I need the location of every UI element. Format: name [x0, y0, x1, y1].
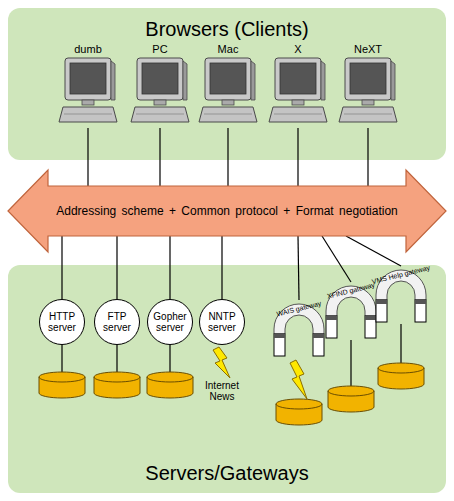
server-circle: Gopher server — [147, 299, 193, 345]
computer-label: Mac — [198, 42, 258, 56]
storage-line — [350, 340, 351, 388]
server-circle: NNTP server — [199, 299, 245, 345]
gateway-arch: WAIS gateway — [270, 300, 328, 358]
band-heading: Browsers (Clients) — [8, 17, 446, 41]
connector-line — [221, 236, 222, 299]
connector-line — [61, 236, 62, 299]
computer-label: dumb — [58, 42, 118, 56]
connector-line — [322, 236, 351, 282]
note-label: Internet News — [199, 380, 245, 402]
database-cylinder — [276, 399, 322, 425]
connector-line — [227, 128, 228, 186]
browser-computer: Mac — [198, 42, 258, 128]
database-cylinder — [328, 386, 374, 412]
gateway-label: WAIS gateway — [264, 297, 334, 322]
server-label: Gopher server — [150, 311, 190, 333]
computer-label: NeXT — [338, 42, 398, 56]
database-cylinder — [378, 363, 424, 389]
connector-line — [169, 236, 170, 299]
computer-symbol — [130, 56, 190, 128]
browser-computer: X — [268, 42, 328, 128]
server-label: FTP server — [97, 311, 137, 333]
database-cylinder — [147, 372, 193, 398]
browser-computer: PC — [130, 42, 190, 128]
server-circle: HTTP server — [39, 299, 85, 345]
computer-label: PC — [130, 42, 190, 56]
storage-line — [400, 324, 401, 365]
storage-line — [169, 345, 170, 374]
connector-line — [87, 128, 88, 186]
gateway-arch: XFIND gateway — [322, 282, 380, 340]
protocol-arrow: Addressing scheme + Common protocol + Fo… — [8, 186, 446, 236]
storage-line — [116, 345, 117, 374]
browser-computer: NeXT — [338, 42, 398, 128]
server-label: HTTP server — [42, 311, 82, 333]
server-label: NNTP server — [202, 311, 242, 333]
connector-line — [346, 236, 401, 266]
connector-line — [297, 128, 298, 186]
server-circle: FTP server — [94, 299, 140, 345]
gateway-arch: VMS Help gateway — [372, 266, 430, 324]
band-heading: Servers/Gateways — [8, 461, 446, 485]
connector-line — [159, 128, 160, 186]
storage-line — [61, 345, 62, 374]
connector-line — [298, 236, 299, 300]
gateway-label: VMS Help gateway — [366, 263, 436, 288]
computer-symbol — [198, 56, 258, 128]
connector-line — [116, 236, 117, 299]
database-cylinder — [94, 372, 140, 398]
computer-symbol — [338, 56, 398, 128]
computer-label: X — [268, 42, 328, 56]
protocol-text: Addressing scheme + Common protocol + Fo… — [8, 186, 446, 236]
computer-symbol — [58, 56, 118, 128]
database-cylinder — [39, 372, 85, 398]
connector-line — [367, 128, 368, 186]
browser-computer: dumb — [58, 42, 118, 128]
computer-symbol — [268, 56, 328, 128]
client-band: dumb PC Mac X NeXTBrowsers (Clients) — [8, 8, 446, 160]
